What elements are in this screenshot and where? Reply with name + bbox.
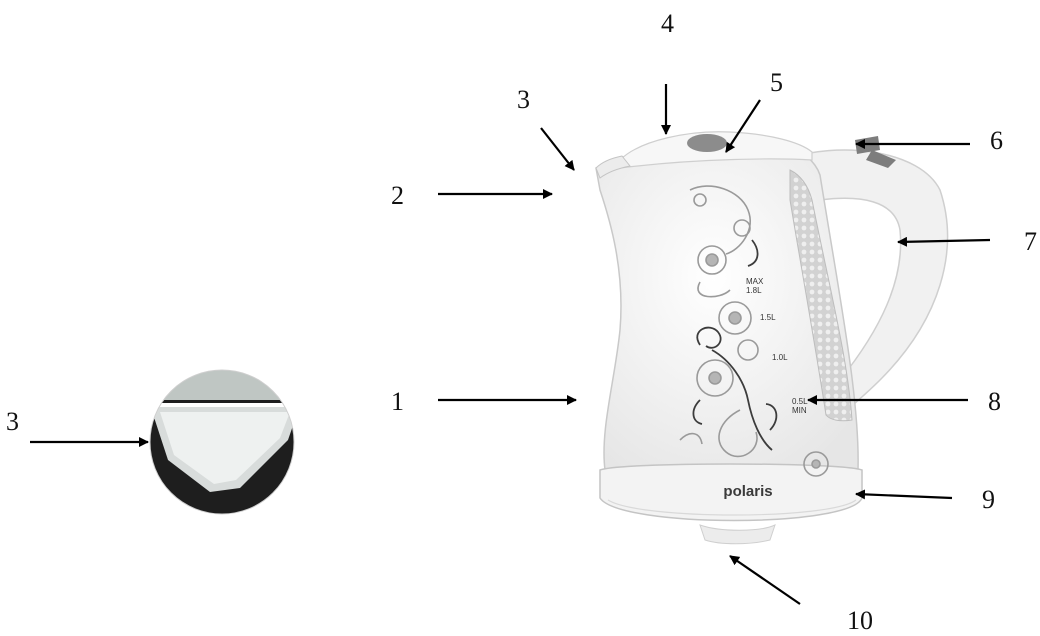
mark-max-volume: 1.8L — [746, 286, 762, 295]
mark-min-volume: 0.5L — [792, 397, 808, 406]
callout-7: 7 — [1024, 229, 1037, 255]
brand-logo: polaris — [723, 483, 772, 500]
lid-button — [687, 134, 727, 152]
callout-9: 9 — [982, 487, 995, 513]
arrow-10 — [730, 556, 800, 604]
mark-1-0l: 1.0L — [772, 353, 788, 362]
mark-max-label: MAX — [746, 277, 764, 286]
arrow-3 — [541, 128, 574, 170]
inset-detail — [140, 360, 310, 530]
callout-5: 5 — [770, 70, 783, 96]
callout-1: 1 — [391, 389, 404, 415]
callout-inset-3: 3 — [6, 409, 19, 435]
mark-1-5l: 1.5L — [760, 313, 776, 322]
callout-2: 2 — [391, 183, 404, 209]
callout-10: 10 — [847, 608, 873, 634]
kettle: MAX 1.8L 1.5L 1.0L 0.5L MIN polaris — [596, 132, 948, 544]
callout-8: 8 — [988, 389, 1001, 415]
callout-3: 3 — [517, 87, 530, 113]
mark-min-label: MIN — [792, 406, 807, 415]
arrow-9 — [856, 494, 952, 498]
callout-4: 4 — [661, 11, 674, 37]
callout-6: 6 — [990, 128, 1003, 154]
